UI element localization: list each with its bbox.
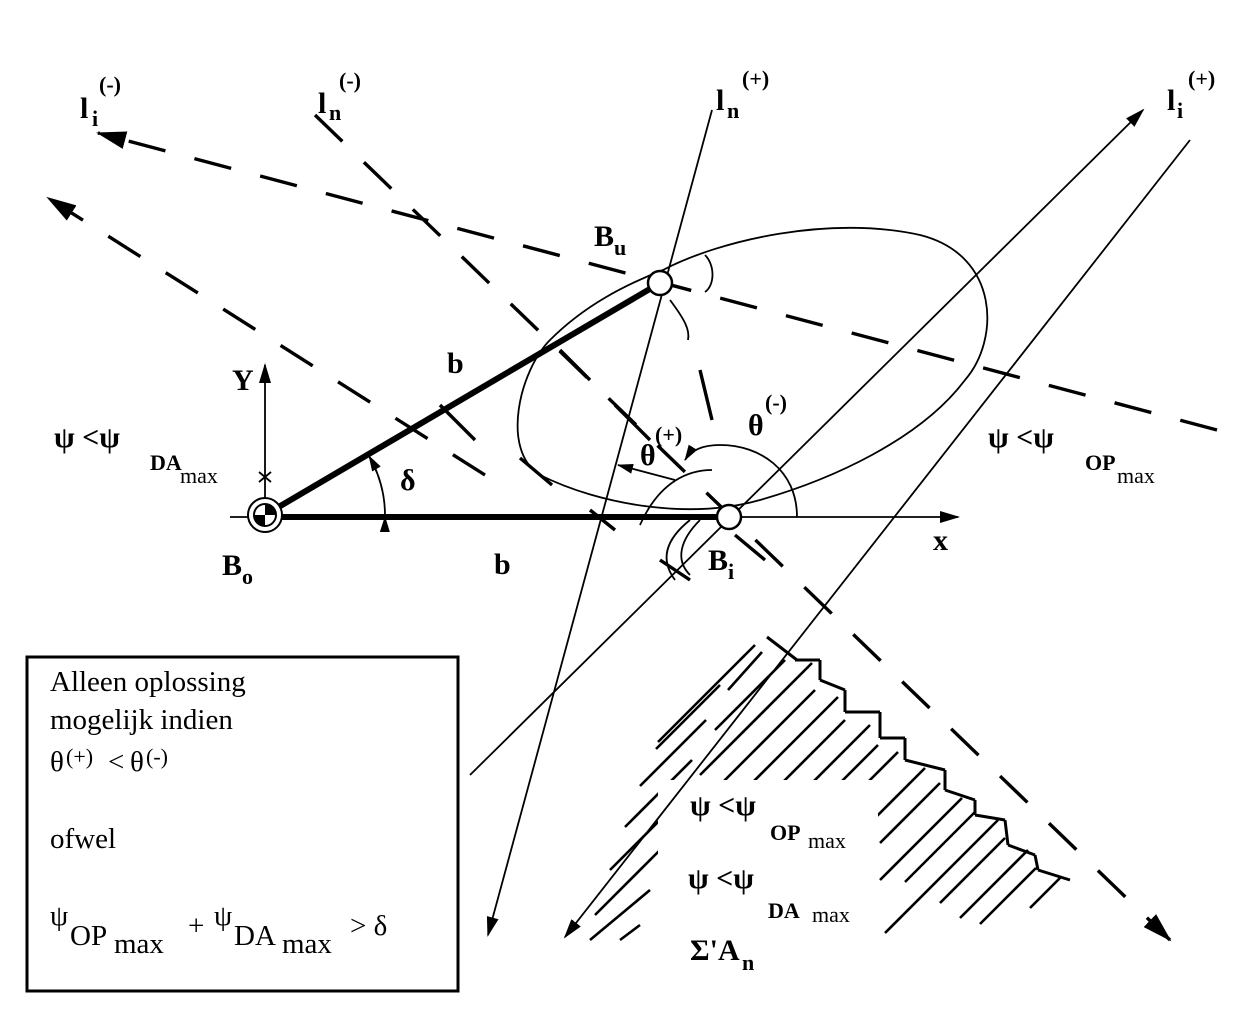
label-bo: B o [222, 549, 253, 589]
line-ln-plus [486, 109, 713, 937]
label-psi-da-left: ψ <ψ DA max [54, 421, 218, 488]
svg-text:l: l [716, 84, 724, 117]
label-li-minus: l i (-) [80, 72, 121, 131]
label-b-lower: b [494, 548, 511, 581]
dashed-mid-tick-3 [698, 369, 714, 421]
dashed-mid-tick-2 [613, 403, 652, 442]
label-bu: B u [594, 220, 626, 260]
svg-text:OP: OP [770, 820, 801, 845]
svg-text:θ: θ [748, 409, 764, 442]
theta-angle-small-arc-2 [665, 519, 691, 581]
region-label-psi-da: ψ <ψ DA max [688, 862, 850, 927]
svg-text:Σ'A: Σ'A [690, 934, 740, 967]
svg-text:n: n [329, 100, 341, 125]
line-parallel-right [563, 139, 1191, 939]
theta-minus-arc [684, 444, 798, 518]
link-bo-bu [263, 280, 662, 518]
region-label-psi-op: ψ <ψ OP max [690, 789, 846, 853]
ellipse-curve [516, 226, 989, 511]
svg-text:OP: OP [1085, 450, 1116, 475]
joint-bo [247, 497, 283, 533]
svg-text:ψ <ψ: ψ <ψ [690, 789, 756, 822]
svg-text:(-): (-) [146, 744, 168, 769]
hatched-region [589, 635, 1071, 985]
svg-text:(+): (+) [655, 422, 682, 447]
label-psi-op-right: ψ <ψ OP max [988, 421, 1155, 488]
label-li-plus: l i (+) [1167, 66, 1215, 123]
svg-text:max: max [1117, 463, 1155, 488]
dashed-mid-tick-6 [733, 533, 767, 562]
svg-text:ψ: ψ [50, 900, 68, 932]
svg-text:(-): (-) [765, 390, 787, 415]
dashed-mid-tick-8 [518, 456, 554, 487]
svg-text:ψ <ψ: ψ <ψ [988, 421, 1054, 454]
svg-text:l: l [318, 87, 326, 120]
svg-text:(+): (+) [1188, 66, 1215, 91]
svg-text:θ: θ [130, 746, 144, 778]
svg-text:<: < [108, 746, 124, 778]
label-x-axis: x [933, 524, 948, 557]
svg-text:B: B [594, 220, 614, 253]
svg-text:θ: θ [50, 746, 64, 778]
note-line-4: ofwel [50, 823, 116, 855]
label-bi: B i [708, 544, 734, 584]
svg-text:(-): (-) [339, 68, 361, 93]
delta-angle-arc [368, 455, 390, 533]
svg-text:DA: DA [768, 898, 800, 923]
svg-text:l: l [80, 92, 88, 125]
svg-text:i: i [728, 559, 734, 584]
svg-text:(+): (+) [66, 744, 93, 769]
theta-plus-arc [639, 469, 713, 526]
bu-angle-arc [704, 254, 714, 293]
svg-text:> δ: > δ [350, 910, 387, 942]
svg-text:max: max [114, 928, 164, 960]
label-delta: δ [400, 464, 416, 497]
svg-text:i: i [92, 106, 98, 131]
note-line-2: mogelijk indien [50, 704, 233, 736]
svg-text:n: n [742, 950, 754, 975]
svg-text:OP: OP [70, 920, 107, 952]
svg-text:(+): (+) [742, 66, 769, 91]
dashed-mid-tick-4 [659, 558, 691, 582]
label-theta-minus: θ (-) [748, 390, 787, 442]
region-label-sigma: Σ'A n [690, 934, 754, 975]
note-line-5: ψ OP max + ψ DA max > δ [50, 900, 387, 960]
svg-text:ψ <ψ: ψ <ψ [54, 421, 120, 454]
dashed-mid-tick-1 [558, 348, 592, 382]
svg-text:B: B [222, 549, 242, 582]
line-li-plus [469, 108, 1145, 776]
svg-text:DA: DA [234, 920, 276, 952]
svg-text:l: l [1167, 84, 1175, 117]
svg-text:n: n [727, 98, 739, 123]
svg-text:max: max [282, 928, 332, 960]
note-line-1: Alleen oplossing [50, 666, 246, 698]
y-axis-tick [258, 471, 272, 483]
joint-bi [715, 503, 743, 531]
theta-angle-small-arc-1 [680, 519, 701, 576]
label-ln-minus: l n (-) [318, 68, 361, 125]
svg-text:max: max [812, 902, 850, 927]
svg-text:i: i [1177, 98, 1183, 123]
label-ln-plus: l n (+) [716, 66, 769, 123]
label-b-upper: b [447, 347, 464, 380]
note-line-3: θ (+) < θ (-) [50, 744, 168, 778]
svg-text:B: B [708, 544, 728, 577]
joint-bu [646, 269, 674, 297]
note-box: Alleen oplossing mogelijk indien θ (+) <… [25, 655, 460, 993]
svg-text:u: u [614, 235, 626, 260]
svg-text:(-): (-) [99, 72, 121, 97]
theta-plus-arrow [617, 463, 676, 481]
svg-text:ψ: ψ [214, 900, 232, 932]
bu-small-arc [669, 299, 690, 341]
label-theta-plus: θ (+) [640, 422, 682, 472]
label-y-axis: Y [232, 364, 254, 397]
svg-text:o: o [242, 564, 253, 589]
svg-text:+: + [188, 910, 204, 942]
svg-text:max: max [180, 463, 218, 488]
svg-text:θ: θ [640, 439, 656, 472]
svg-text:ψ <ψ: ψ <ψ [688, 862, 754, 895]
svg-text:max: max [808, 828, 846, 853]
svg-text:DA: DA [150, 450, 182, 475]
